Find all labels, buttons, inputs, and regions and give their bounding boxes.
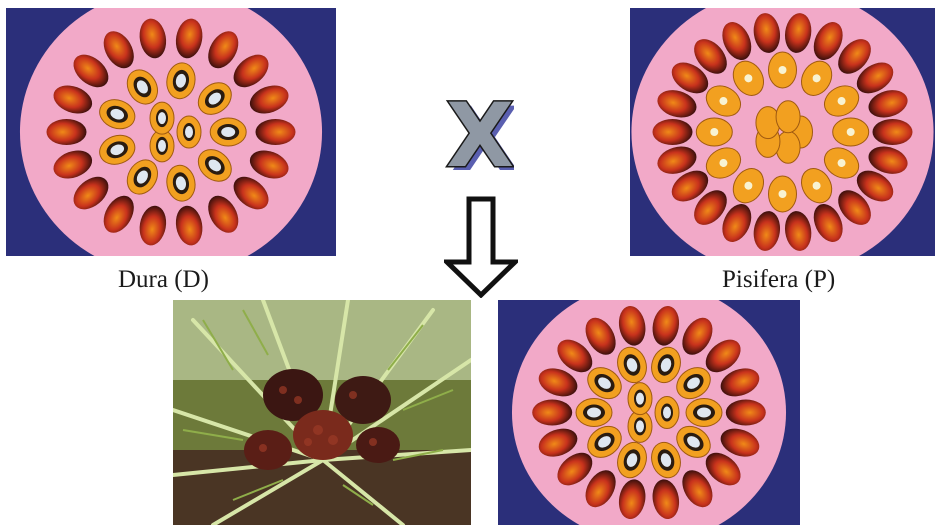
- whole-fruit: [873, 119, 913, 145]
- oil-palm-bunch-photo: [173, 300, 471, 525]
- cut-fruit: [833, 118, 869, 146]
- tenera-fruit-photo: [498, 300, 800, 525]
- whole-fruit: [532, 400, 572, 426]
- dura-label: Dura (D): [118, 266, 209, 294]
- cross-letter: X: [446, 90, 514, 180]
- cross-symbol-icon: X X: [444, 90, 514, 180]
- cut-fruit: [769, 176, 797, 212]
- whole-fruit: [726, 400, 766, 426]
- pisifera-fruit-photo: [630, 8, 935, 256]
- down-arrow-icon: [444, 196, 518, 298]
- dura-fruit-photo: [6, 8, 336, 256]
- whole-fruit: [256, 119, 296, 145]
- centre-fruit: [776, 101, 800, 133]
- cut-fruit: [769, 52, 797, 88]
- cut-fruit: [686, 399, 722, 427]
- pisifera-label: Pisifera (P): [722, 266, 835, 294]
- cut-fruit: [696, 118, 732, 146]
- whole-fruit: [47, 119, 87, 145]
- cut-fruit: [576, 399, 612, 427]
- whole-fruit: [653, 119, 693, 145]
- cut-fruit: [210, 118, 246, 146]
